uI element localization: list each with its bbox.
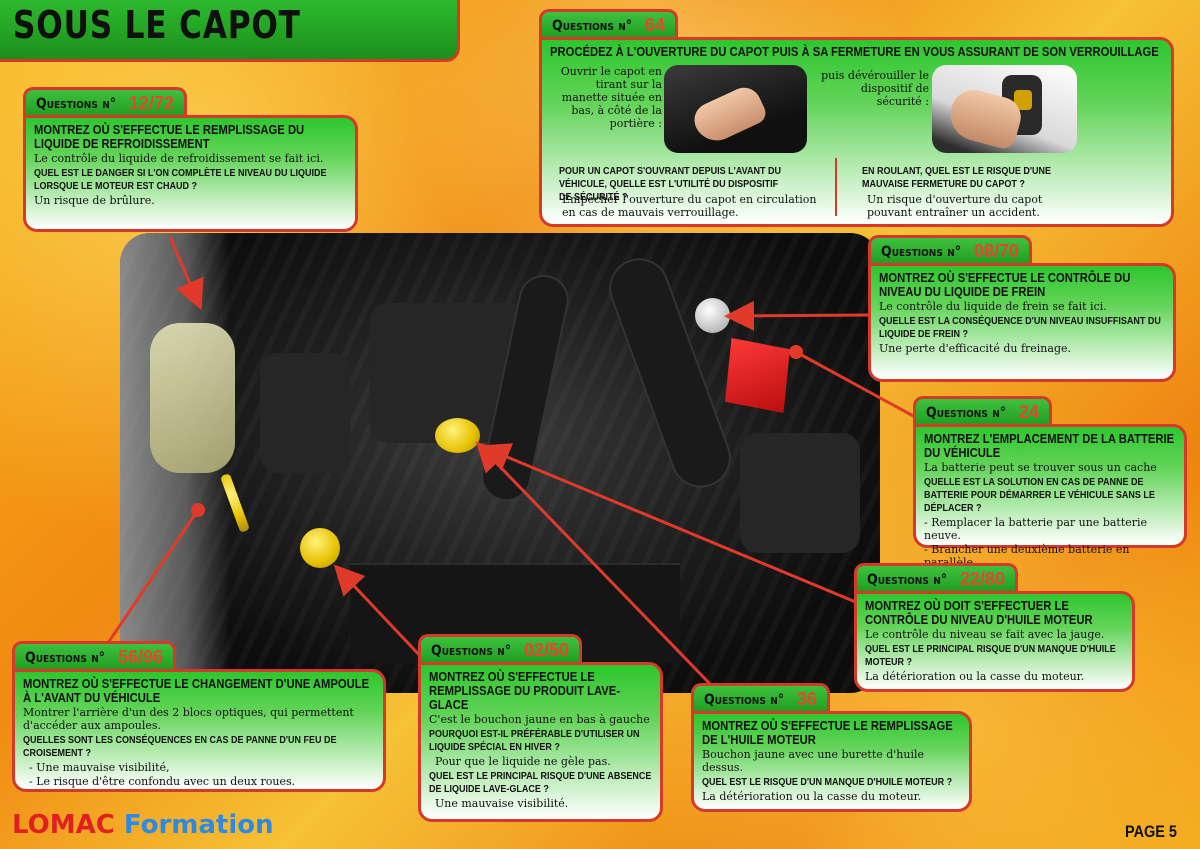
question-number: 02/50	[523, 640, 569, 660]
bulb-subanswer-2: - Le risque d'être confondu avec un deux…	[29, 775, 296, 788]
battery-subquestion: Quelle est la solution en cas de panne d…	[924, 477, 1155, 514]
question-number: 08/70	[973, 241, 1019, 261]
coolant-tank	[150, 323, 235, 473]
question-label: Questions n°	[704, 691, 785, 708]
hood-heading: Procédez à l'ouverture du capot puis à s…	[550, 45, 1159, 59]
question-number: 24	[1018, 402, 1039, 422]
hand-image	[688, 82, 770, 148]
tab-washer-question: Questions n° 02/50	[418, 634, 582, 664]
air-box	[740, 433, 860, 553]
brake-fluid-cap	[695, 298, 730, 333]
coolant-answer: Le contrôle du liquide de refroidissemen…	[34, 152, 324, 165]
oil-level-subquestion: Quel est le principal risque d'un manque…	[865, 644, 1116, 668]
question-number: 36	[796, 689, 817, 709]
question-label: Questions n°	[431, 642, 512, 659]
tab-battery-question: Questions n° 24	[913, 396, 1052, 426]
tab-bulb-question: Questions n° 56/96	[12, 641, 176, 671]
oil-level-answer: Le contrôle du niveau se fait avec la ja…	[865, 628, 1105, 641]
page-number: PAGE 5	[1125, 822, 1177, 841]
question-label: Questions n°	[25, 649, 106, 666]
battery-answer: La batterie peut se trouver sous un cach…	[924, 461, 1157, 474]
tab-coolant-question: Questions n° 12/72	[23, 87, 187, 117]
battery-question-box: Montrez l'emplacement de la batterie du …	[913, 424, 1187, 569]
question-label: Questions n°	[926, 404, 1007, 421]
bulb-question-box: Montrez où s'effectue le changement d'un…	[12, 669, 386, 792]
brake-heading: Montrez où s'effectue le contrôle du niv…	[879, 271, 1131, 299]
question-label: Questions n°	[867, 571, 948, 588]
oil-level-subanswer: La détérioration ou la casse du moteur.	[865, 670, 1085, 683]
engine-photo	[120, 233, 880, 693]
brand-part-1: LOMAC	[12, 810, 115, 840]
battery-subanswer-1: - Remplacer la batterie par une batterie…	[924, 516, 1148, 542]
hood-lever-photo	[664, 65, 807, 153]
coolant-question-box: Montrez où s'effectue le remplissage du …	[23, 115, 358, 232]
hood-answer-2: Un risque d'ouverture du capot pouvant e…	[867, 193, 1043, 219]
washer-subanswer-2: Une mauvaise visibilité.	[435, 797, 569, 810]
battery-terminal-cover	[725, 338, 790, 413]
question-label: Questions n°	[881, 243, 962, 260]
coolant-subanswer: Un risque de brûlure.	[34, 194, 155, 207]
bulb-answer: Montrer l'arrière d'un des 2 blocs optiq…	[23, 706, 354, 732]
tab-oil-level-question: Questions n° 22/80	[854, 563, 1018, 593]
question-label: Questions n°	[552, 17, 633, 34]
hood-safety-photo	[932, 65, 1077, 153]
washer-fluid-cap	[300, 528, 340, 568]
coolant-heading: Montrez où s'effectue le remplissage du …	[34, 123, 305, 151]
tab-oil-fill-question: Questions n° 36	[691, 683, 830, 713]
oil-fill-heading: Montrez où s'effectue le remplissage de …	[702, 719, 953, 747]
brand-logo: LOMAC Formation	[12, 810, 274, 840]
brand-part-2: Formation	[123, 810, 274, 840]
washer-question-box: Montrez où s'effectue le remplissage du …	[418, 662, 663, 822]
washer-heading: Montrez où s'effectue le remplissage du …	[429, 670, 621, 712]
tab-hood-question: Questions n° 64	[539, 9, 678, 39]
question-number: 64	[644, 15, 665, 35]
oil-fill-answer: Bouchon jaune avec une burette d'huile d…	[702, 748, 925, 774]
washer-answer: C'est le bouchon jaune en bas à gauche	[429, 713, 650, 726]
hood-subquestion-1: Pour un capot s'ouvrant depuis l'avant d…	[559, 166, 781, 203]
hood-question-box: Procédez à l'ouverture du capot puis à s…	[539, 37, 1174, 227]
battery-heading: Montrez l'emplacement de la batterie du …	[924, 432, 1175, 460]
brake-answer: Le contrôle du liquide de frein se fait …	[879, 300, 1107, 313]
brake-subquestion: Quelle est la conséquence d'un niveau in…	[879, 316, 1161, 340]
page-title: SOUS LE CAPOT	[13, 3, 301, 47]
tab-brake-question: Questions n° 08/70	[868, 235, 1032, 265]
bulb-subanswer-1: - Une mauvaise visibilité,	[29, 761, 170, 774]
coolant-subquestion: Quel est le danger si l'on complète le n…	[34, 168, 327, 192]
question-number: 22/80	[959, 569, 1005, 589]
washer-subquestion-1: Pourquoi est-il préférable d'utiliser un…	[429, 729, 640, 753]
page-title-box: SOUS LE CAPOT	[0, 0, 460, 62]
hood-answer-1: Empêcher l'ouverture du capot en circula…	[562, 193, 817, 219]
hood-divider	[835, 158, 837, 216]
hood-caption-safety: puis dévérouiller le dispositif de sécur…	[821, 69, 929, 108]
oil-fill-subanswer: La détérioration ou la casse du moteur.	[702, 790, 922, 803]
bulb-heading: Montrez où s'effectue le changement d'un…	[23, 677, 370, 705]
washer-subquestion-2: Quel est le principal risque d'une absen…	[429, 771, 652, 795]
hood-caption-lever: Ouvrir le capot en tirant sur la manette…	[560, 65, 662, 130]
oil-level-heading: Montrez où doit s'effectuer le contrôle …	[865, 599, 1093, 627]
oil-fill-cap	[435, 418, 480, 453]
question-number: 56/96	[117, 647, 163, 667]
question-label: Questions n°	[36, 95, 117, 112]
oil-fill-question-box: Montrez où s'effectue le remplissage de …	[691, 711, 972, 812]
question-number: 12/72	[128, 93, 174, 113]
bulb-subquestion: Quelles sont les conséquences en cas de …	[23, 735, 337, 759]
washer-subanswer-1: Pour que le liquide ne gèle pas.	[435, 755, 611, 768]
brake-subanswer: Une perte d'efficacité du freinage.	[879, 342, 1072, 355]
oil-level-question-box: Montrez où doit s'effectuer le contrôle …	[854, 591, 1135, 692]
brake-question-box: Montrez où s'effectue le contrôle du niv…	[868, 263, 1176, 382]
fuse-box	[260, 353, 350, 473]
oil-fill-subquestion: Quel est le risque d'un manque d'huile m…	[702, 777, 953, 788]
